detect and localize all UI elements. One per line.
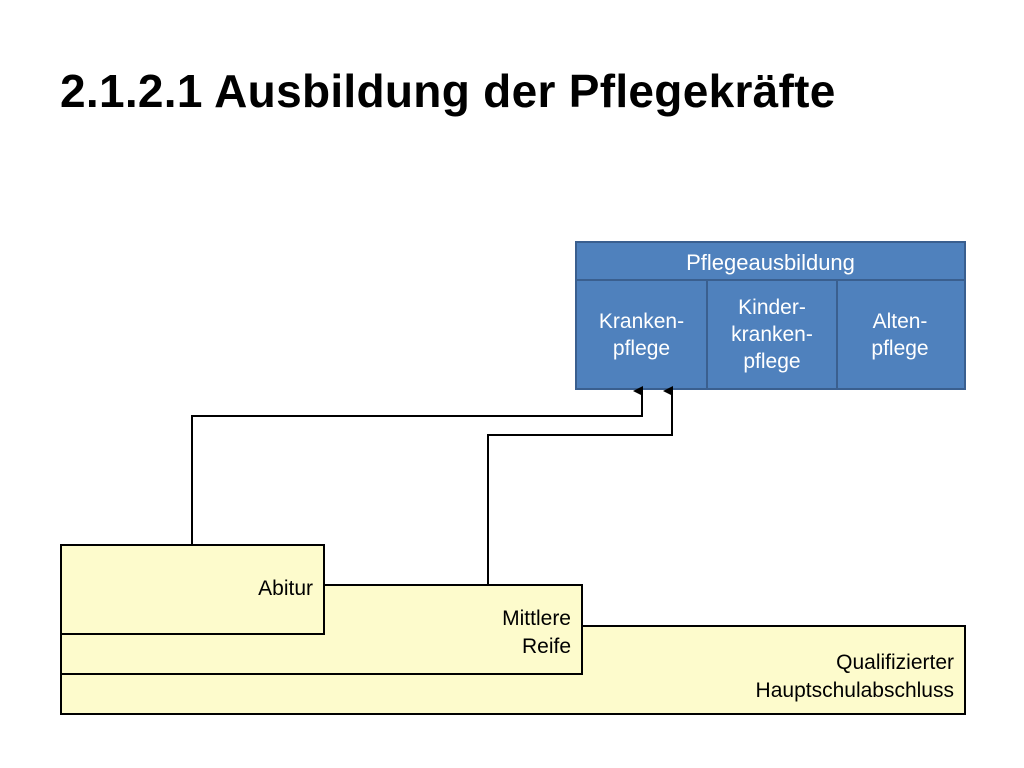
- hauptschulabschluss-label: Qualifizierter Hauptschulabschluss: [755, 651, 954, 702]
- abitur-box: Abitur: [60, 544, 325, 635]
- kinderkrankenpflege-cell: Kinder- kranken- pflege: [706, 281, 838, 388]
- pflegeausbildung-box: Pflegeausbildung Kranken- pflege Kinder-…: [575, 241, 966, 390]
- pflegeausbildung-header: Pflegeausbildung: [577, 243, 964, 281]
- slide-title: 2.1.2.1 Ausbildung der Pflegekräfte: [60, 65, 836, 117]
- mittlere-reife-to-krankenpflege-arrow: [487, 386, 673, 584]
- krankenpflege-cell: Kranken- pflege: [598, 309, 685, 360]
- abitur-label: Abitur: [258, 577, 313, 600]
- altenpflege-cell: Alten- pflege: [871, 309, 929, 360]
- abitur-to-krankenpflege-arrow: [191, 386, 643, 544]
- mittlere-reife-label: Mittlere Reife: [502, 607, 571, 658]
